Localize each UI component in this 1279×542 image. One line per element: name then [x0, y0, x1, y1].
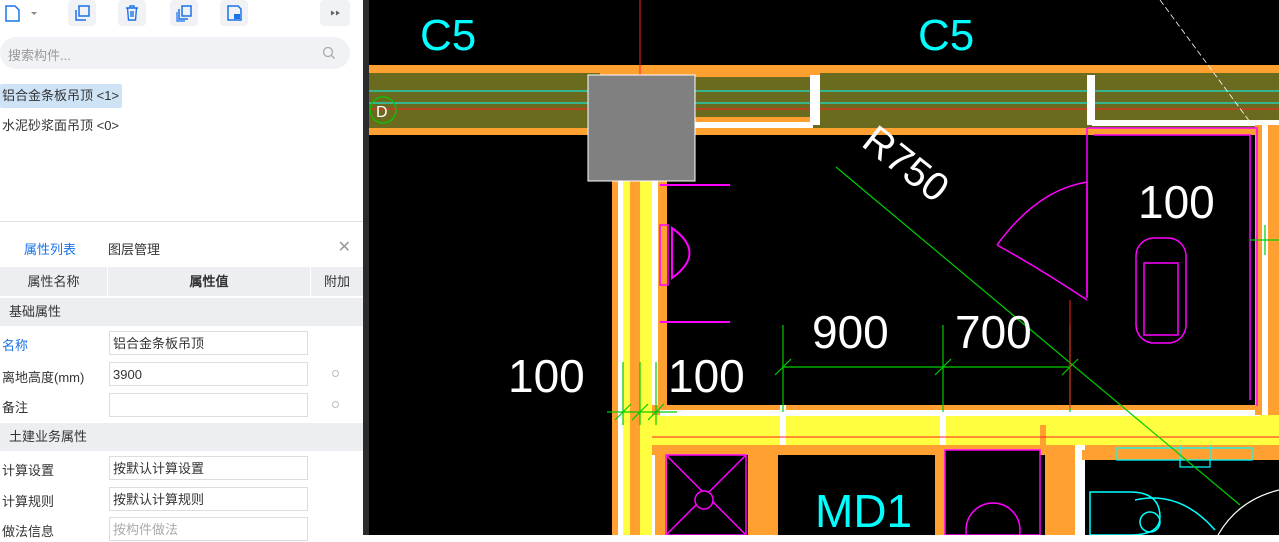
prop-height-value[interactable]: 3900: [109, 362, 308, 386]
label-c5-right: C5: [918, 11, 974, 60]
group-label: 土建业务属性: [9, 429, 88, 444]
search-icon[interactable]: [322, 46, 336, 60]
save-icon: [227, 5, 242, 21]
dim-100-top: 100: [1138, 176, 1215, 228]
dim-700: 700: [955, 306, 1032, 358]
list-item[interactable]: 水泥砂浆面吊顶 <0>: [2, 118, 120, 133]
new-button[interactable]: [0, 0, 40, 26]
more-button[interactable]: [320, 0, 350, 26]
prop-calc-setting-value[interactable]: 按默认计算设置: [109, 456, 308, 480]
prop-calc-rule-label: 计算规则: [2, 494, 55, 509]
layer-copy-button[interactable]: [170, 0, 198, 26]
axis-label-d: D: [376, 104, 388, 121]
group-basic[interactable]: 基础属性: [0, 298, 363, 326]
group-civil[interactable]: 土建业务属性: [0, 423, 363, 451]
prop-method-value[interactable]: 按构件做法: [109, 517, 308, 541]
header-value: 属性值: [108, 267, 311, 296]
label-md1: MD1: [815, 485, 912, 535]
prop-name-label: 名称: [2, 338, 29, 353]
left-panel: 搜索构件... 铝合金条板吊顶 <1> 水泥砂浆面吊顶 <0> 属性列表 图层管…: [0, 0, 363, 541]
prop-method-label: 做法信息: [2, 524, 55, 539]
cad-canvas[interactable]: C5 C5 D R750 100 900 700 100 100 MD1: [369, 0, 1279, 535]
prop-calc-setting-label: 计算设置: [2, 463, 55, 478]
trash-icon: [126, 5, 138, 21]
double-chevron-right-icon: [330, 10, 340, 16]
property-tabs: 属性列表 图层管理 ✕: [0, 233, 363, 263]
copy-button[interactable]: [68, 0, 96, 26]
prop-name-value[interactable]: 铝合金条板吊顶: [109, 331, 308, 355]
header-name: 属性名称: [0, 267, 108, 296]
copy-icon: [75, 5, 90, 21]
extra-checkbox[interactable]: [332, 401, 339, 408]
dim-900: 900: [812, 306, 889, 358]
panel-splitter[interactable]: [363, 0, 369, 535]
save-button[interactable]: [220, 0, 248, 26]
new-file-icon: [5, 5, 37, 22]
layer-copy-icon: [176, 5, 192, 22]
prop-remark-value[interactable]: [109, 393, 308, 417]
list-item[interactable]: 铝合金条板吊顶 <1>: [0, 84, 123, 108]
tab-property-list[interactable]: 属性列表: [24, 242, 77, 257]
prop-calc-rule-value[interactable]: 按默认计算规则: [109, 487, 308, 511]
column-block: [587, 74, 696, 182]
drawing[interactable]: C5 C5 D R750 100 900 700 100 100 MD1: [369, 0, 1279, 535]
prop-remark-label: 备注: [2, 400, 29, 415]
delete-button[interactable]: [118, 0, 146, 26]
tab-layer-management[interactable]: 图层管理: [108, 242, 161, 257]
close-icon[interactable]: ✕: [337, 239, 351, 256]
label-c5-left: C5: [420, 11, 476, 60]
divider: [0, 221, 363, 222]
prop-height-label: 离地高度(mm): [2, 370, 85, 385]
group-label: 基础属性: [9, 304, 62, 319]
search-box[interactable]: 搜索构件...: [0, 37, 350, 69]
search-input[interactable]: 搜索构件...: [8, 48, 71, 63]
header-extra: 附加: [311, 267, 363, 296]
dim-100-mid: 100: [668, 350, 745, 402]
dim-100-left: 100: [508, 350, 585, 402]
extra-checkbox[interactable]: [332, 370, 339, 377]
